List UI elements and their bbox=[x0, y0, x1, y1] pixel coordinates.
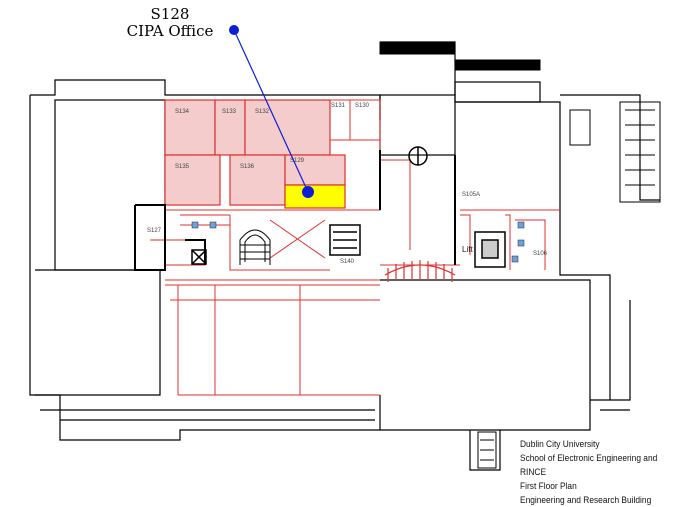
wing-left-upper bbox=[54, 99, 166, 271]
fixtures bbox=[191, 221, 525, 263]
callout-room-number: S128 bbox=[150, 5, 190, 23]
spiral-stair bbox=[239, 229, 271, 265]
plan-legend: Dublin City University School of Electro… bbox=[520, 437, 683, 507]
callout-room-name: CIPA Office bbox=[126, 22, 214, 40]
room-s134 bbox=[164, 99, 216, 156]
central-stair bbox=[384, 260, 456, 282]
label-s134: S134 bbox=[175, 109, 190, 115]
s128-location-dot bbox=[302, 186, 314, 198]
structural-walls bbox=[134, 150, 456, 271]
label-s105a: S105A bbox=[462, 192, 480, 198]
legend-floor: First Floor Plan bbox=[520, 481, 577, 491]
label-s136: S136 bbox=[240, 164, 255, 170]
label-s130: S130 bbox=[355, 103, 370, 109]
callout-anchor-dot bbox=[229, 25, 239, 35]
shaded-rooms bbox=[164, 99, 346, 206]
lift-shafts bbox=[191, 146, 506, 268]
room-s135 bbox=[164, 154, 221, 206]
label-s127: S127 bbox=[147, 228, 162, 234]
room-s133 bbox=[214, 99, 246, 156]
legend-institution: Dublin City University bbox=[520, 439, 600, 449]
legend-school: School of Electronic Engineering and RIN… bbox=[520, 453, 658, 477]
lift-label: Lift bbox=[462, 245, 473, 254]
label-s132: S132 bbox=[255, 109, 270, 115]
room-s128-highlight bbox=[284, 184, 346, 209]
s128-callout-marker bbox=[229, 25, 314, 198]
label-s129: S129 bbox=[290, 158, 305, 164]
label-s106: S106 bbox=[533, 251, 548, 257]
room-s136 bbox=[229, 154, 286, 206]
stair-hatching bbox=[379, 41, 661, 469]
room-labels: S134 S133 S132 S131 S130 S135 S136 S129 … bbox=[147, 103, 548, 265]
building-outline bbox=[29, 41, 660, 471]
s128-callout: S128 CIPA Office bbox=[105, 6, 235, 40]
label-s140: S140 bbox=[340, 259, 355, 265]
legend-building: Engineering and Research Building bbox=[520, 495, 652, 505]
label-s131: S131 bbox=[331, 103, 346, 109]
label-s135: S135 bbox=[175, 164, 190, 170]
label-s133: S133 bbox=[222, 109, 237, 115]
